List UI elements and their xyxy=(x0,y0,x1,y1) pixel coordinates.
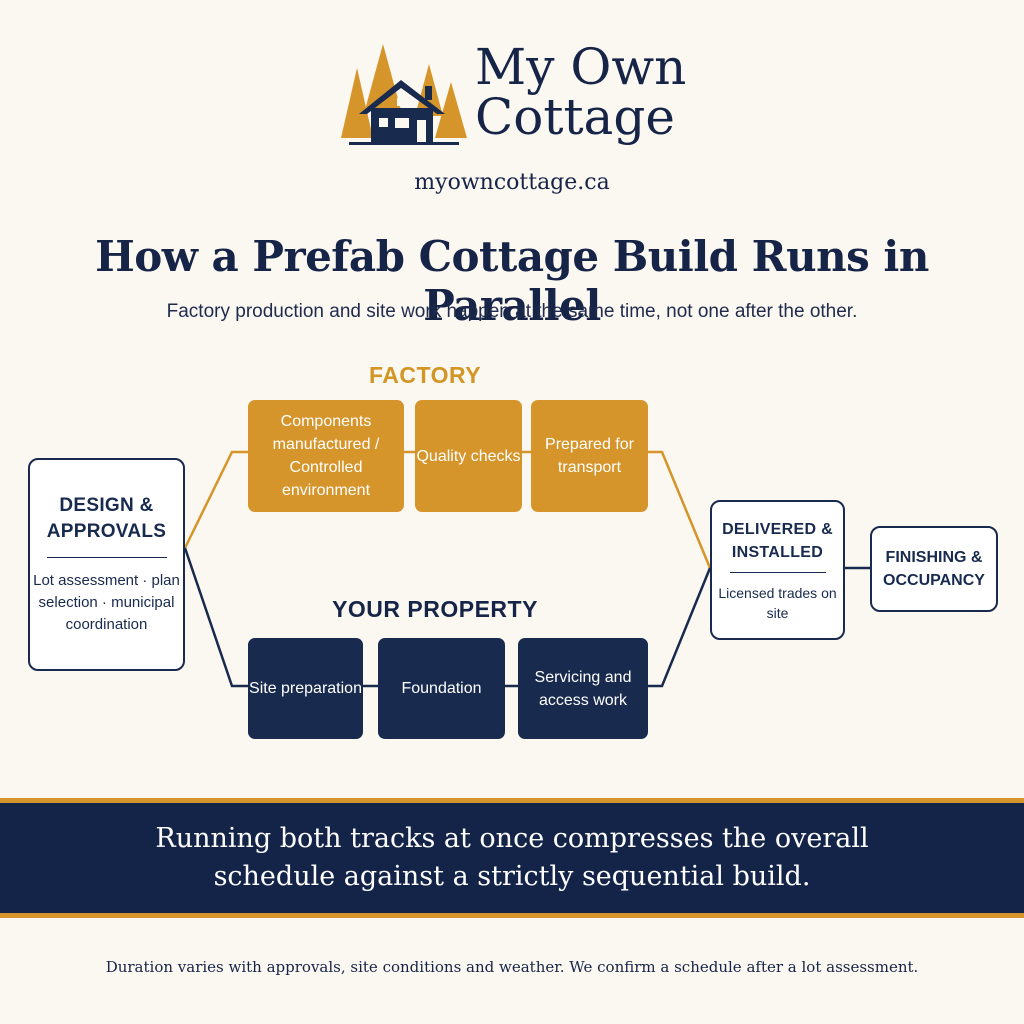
property-step-foundation: Foundation xyxy=(378,638,505,739)
page-title: How a Prefab Cottage Build Runs in Paral… xyxy=(95,232,929,330)
property-step-servicing: Servicing and access work xyxy=(518,638,648,739)
design-approvals-box: DESIGN & APPROVALS Lot assessment · plan… xyxy=(28,458,185,671)
brand-name-line2: Cottage xyxy=(475,88,675,146)
page-subtitle: Factory production and site work happen … xyxy=(166,301,858,322)
property-step-site-prep: Site preparation xyxy=(248,638,363,739)
footnote: Duration varies with approvals, site con… xyxy=(105,958,919,976)
factory-step-transport: Prepared for transport xyxy=(531,400,648,512)
website-url: myowncottage.ca xyxy=(414,170,610,195)
delivered-installed-detail: Licensed trades on site xyxy=(718,584,837,621)
brand-name: My Own Cottage xyxy=(475,42,686,142)
brand-name-line1: My Own xyxy=(475,38,687,96)
factory-step-quality: Quality checks xyxy=(415,400,522,512)
design-approvals-title: DESIGN & APPROVALS xyxy=(46,495,167,542)
summary-banner-text: Running both tracks at once compresses t… xyxy=(155,823,869,892)
divider xyxy=(46,557,167,558)
brand-logo: My Own Cottage xyxy=(335,38,695,158)
delivered-installed-title: DELIVERED & INSTALLED xyxy=(722,520,833,561)
factory-step-components: Components manufactured / Controlled env… xyxy=(248,400,404,512)
factory-track-label: FACTORY xyxy=(368,362,482,388)
finishing-occupancy-box: FINISHING & OCCUPANCY xyxy=(870,526,998,612)
cottage-with-pine-trees-icon xyxy=(341,44,467,145)
property-track-label: YOUR PROPERTY xyxy=(332,596,538,622)
design-approvals-detail: Lot assessment · plan selection · munici… xyxy=(33,572,180,633)
divider xyxy=(729,571,826,573)
delivered-installed-box: DELIVERED & INSTALLED Licensed trades on… xyxy=(710,500,845,640)
summary-banner: Running both tracks at once compresses t… xyxy=(0,798,1024,918)
